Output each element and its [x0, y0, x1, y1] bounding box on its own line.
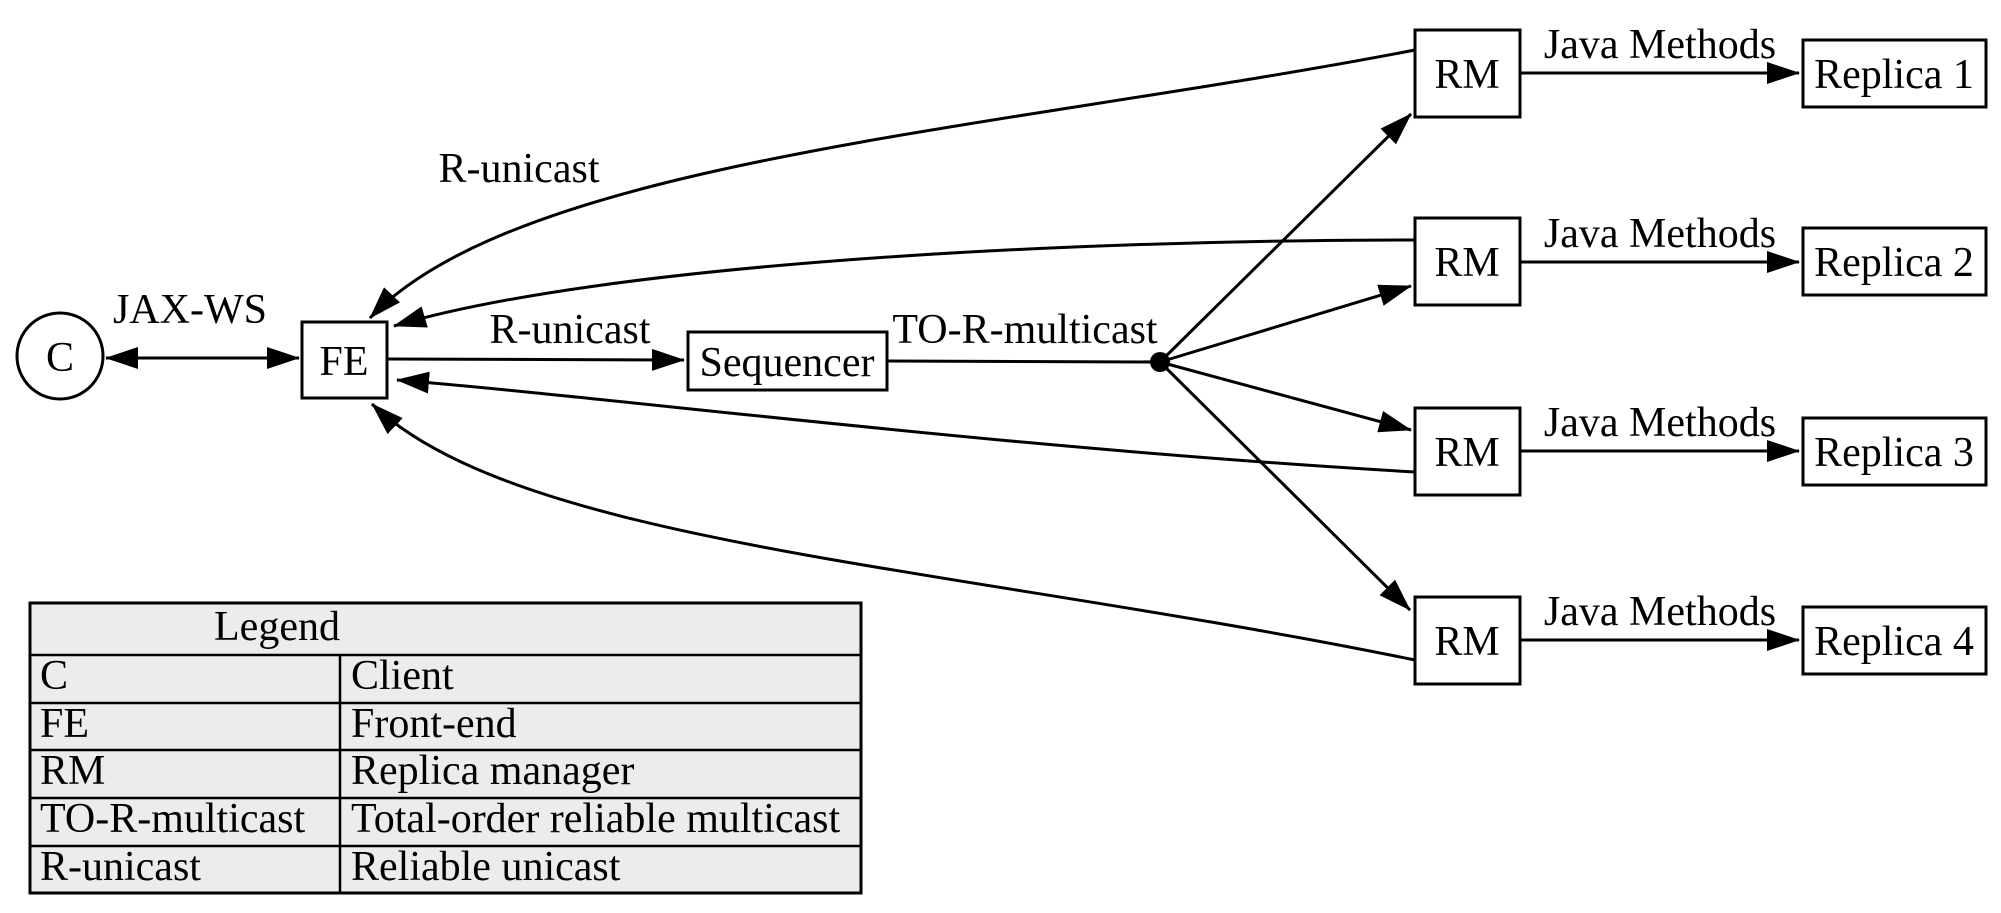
legend-background — [28, 601, 863, 895]
rm1-label: RM — [1434, 52, 1499, 98]
legend-abbr-to-r-multicast: TO-R-multicast — [40, 796, 306, 842]
legend-abbr-frontend: FE — [40, 701, 89, 747]
replica2-box — [1801, 226, 1988, 297]
frontend-label: FE — [319, 339, 368, 385]
rm2-box — [1413, 216, 1522, 307]
replica4-box — [1801, 605, 1988, 676]
edge-rm2-frontend-curve — [393, 238, 1416, 328]
rm2-node: RM — [1413, 216, 1522, 307]
legend-meaning-r-unicast: Reliable unicast — [351, 844, 621, 890]
edge-sequencer-junction — [887, 359, 1161, 364]
java-methods-label-2: Java Methods — [1544, 211, 1776, 257]
replica3-node: Replica 3 — [1801, 416, 1988, 487]
rm4-label: RM — [1434, 619, 1499, 665]
rm2-label: RM — [1434, 240, 1499, 286]
client-circle — [15, 311, 105, 401]
r-unicast-forward-label: R-unicast — [490, 307, 651, 353]
sequencer-box — [686, 330, 889, 392]
legend-abbr-rm: RM — [40, 748, 105, 794]
java-methods-label-4: Java Methods — [1544, 589, 1776, 635]
rm4-box — [1413, 595, 1522, 686]
edge-junction-rm2 — [1159, 284, 1412, 364]
client-node: C — [15, 311, 105, 401]
replica1-node: Replica 1 — [1801, 38, 1988, 109]
legend-meaning-to-r-multicast: Total-order reliable multicast — [351, 796, 841, 842]
replica4-node: Replica 4 — [1801, 605, 1988, 676]
edge-rm1-frontend-curve — [368, 48, 1416, 320]
frontend-box — [300, 320, 389, 400]
jax-ws-label: JAX-WS — [113, 287, 267, 333]
java-methods-label-3: Java Methods — [1544, 400, 1776, 446]
replica2-label: Replica 2 — [1814, 240, 1974, 286]
frontend-node: FE — [300, 320, 389, 400]
edges — [105, 48, 1800, 662]
rm4-node: RM — [1413, 595, 1522, 686]
replica4-label: Replica 4 — [1814, 619, 1974, 665]
legend-abbr-r-unicast: R-unicast — [40, 844, 201, 890]
edge-rm3-frontend-curve — [396, 371, 1416, 474]
rm1-box — [1413, 28, 1522, 119]
replica2-node: Replica 2 — [1801, 226, 1988, 297]
multicast-junction-dot — [1150, 352, 1170, 372]
java-methods-label-1: Java Methods — [1544, 22, 1776, 68]
sequencer-node: Sequencer — [686, 330, 889, 392]
legend-title: Legend — [214, 604, 340, 650]
edge-frontend-sequencer — [387, 348, 685, 371]
replica1-label: Replica 1 — [1814, 52, 1974, 98]
edge-labels: JAX-WS R-unicast R-unicast TO-R-multicas… — [113, 22, 1776, 635]
rm3-label: RM — [1434, 430, 1499, 476]
client-label: C — [46, 335, 74, 381]
rm3-box — [1413, 406, 1522, 497]
replica3-label: Replica 3 — [1814, 430, 1974, 476]
replica3-box — [1801, 416, 1988, 487]
legend-meaning-frontend: Front-end — [351, 701, 517, 747]
legend-table: Legend C Client FE Front-end RM Replica … — [28, 601, 863, 895]
to-r-multicast-label: TO-R-multicast — [892, 307, 1158, 353]
legend-meaning-rm: Replica manager — [351, 748, 634, 794]
edge-junction-rm3 — [1159, 360, 1412, 433]
replica1-box — [1801, 38, 1988, 109]
edge-junction-rm4 — [1158, 360, 1412, 612]
rm1-node: RM — [1413, 28, 1522, 119]
edge-junction-rm1 — [1158, 112, 1413, 364]
r-unicast-return-label: R-unicast — [439, 146, 600, 192]
sequencer-label: Sequencer — [700, 340, 875, 386]
legend-abbr-client: C — [40, 653, 68, 699]
edge-rm4-frontend-curve — [370, 402, 1416, 662]
rm3-node: RM — [1413, 406, 1522, 497]
legend-meaning-client: Client — [351, 653, 454, 699]
